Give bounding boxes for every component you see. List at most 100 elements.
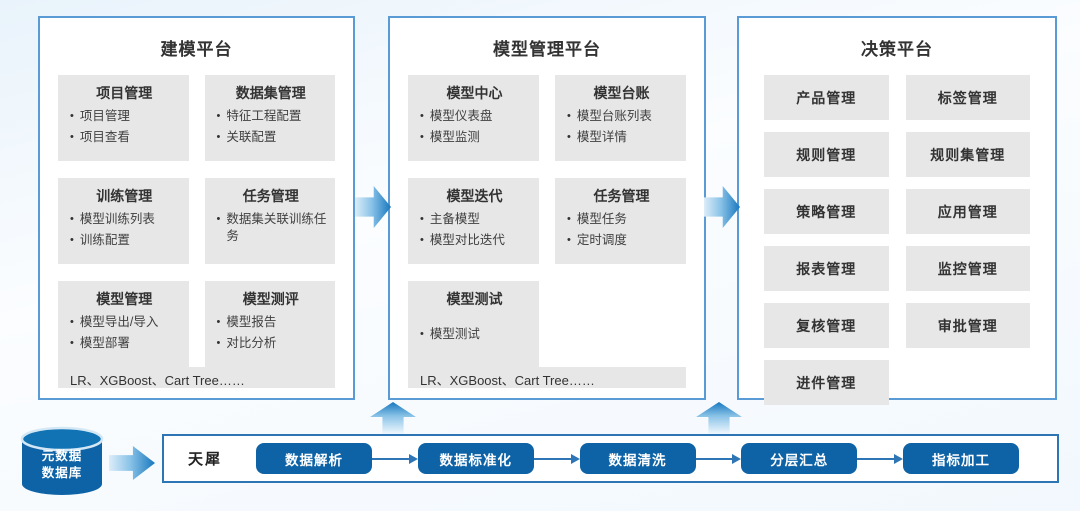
module-item: • 模型对比迭代: [420, 232, 531, 249]
module-item-label: 项目查看: [79, 130, 130, 144]
arrow-up-icon: [696, 402, 742, 434]
module-item-label: 模型任务: [576, 212, 627, 226]
modules-grid: 项目管理•项目管理•项目查看数据集管理•特征工程配置•关联配置训练管理•模型训练…: [58, 75, 335, 367]
module-item-label: 主备模型: [429, 212, 480, 226]
module-item-label: 模型对比迭代: [429, 233, 505, 247]
arrow-right-icon: [109, 446, 155, 480]
module-item-label: 数据集关联训练任务: [226, 212, 327, 243]
module-box: 数据集管理 • 特征工程配置 • 关联配置: [204, 75, 335, 161]
module-item: • 关联配置: [217, 129, 328, 146]
module-item: •模型部署: [70, 335, 181, 352]
module-item: • 模型详情: [567, 129, 678, 146]
decision-tile: 复核管理: [764, 303, 889, 348]
pipeline-step: 数据标准化: [417, 443, 534, 474]
module-box: 模型中心 •模型仪表盘 • 模型监测: [408, 75, 539, 161]
bullet-icon: •: [70, 234, 74, 246]
module-item: •模型仪表盘: [420, 108, 531, 125]
bullet-icon: •: [216, 110, 221, 122]
module-item-label: 项目管理: [79, 109, 130, 123]
database-label-line1: 元数据: [41, 449, 83, 463]
modules-grid: 模型中心•模型仪表盘•模型监测模型台账•模型台账列表•模型详情模型迭代•主备模型…: [408, 75, 686, 367]
module-box: 任务管理•数据集关联训练任务: [204, 178, 335, 264]
module-box: 模型测试 • 模型测试: [408, 281, 539, 367]
decision-tile: 进件管理: [764, 360, 889, 405]
module-item-label: 对比分析: [226, 336, 277, 350]
bullet-icon: •: [216, 213, 221, 225]
module-box: 模型测评 •模型报告 • 对比分析: [204, 281, 335, 367]
module-title: 任务管理: [593, 188, 650, 204]
decision-tile: 策略管理: [764, 189, 889, 234]
module-box: 模型迭代•主备模型•模型对比迭代: [408, 178, 539, 264]
bullet-icon: •: [70, 110, 74, 122]
pipeline-label: 天犀: [188, 451, 223, 468]
bullet-icon: •: [567, 213, 571, 225]
bullet-icon: •: [420, 131, 424, 143]
pipeline-step: 数据解析: [256, 443, 373, 474]
module-item-label: 特征工程配置: [226, 109, 302, 123]
pipeline-step: 数据清洗: [579, 443, 696, 474]
decision-tile: 规则集管理: [905, 132, 1030, 177]
module-item: • 特征工程配置: [217, 108, 328, 125]
module-title: 项目管理: [96, 85, 153, 101]
algorithms-bar: LR、XGBoost、Cart Tree……: [408, 367, 686, 388]
module-item: •模型台账列表: [567, 108, 678, 125]
module-item: • 数据集关联训练任务: [217, 211, 328, 245]
metadata-database: 元数据 数据库: [18, 426, 106, 498]
module-item: • 项目管理: [70, 108, 181, 125]
module-title: 模型管理: [96, 291, 153, 307]
bullet-icon: •: [216, 337, 221, 349]
module-item-label: 模型测试: [429, 327, 480, 341]
module-item-label: 模型部署: [79, 336, 130, 350]
bullet-icon: •: [70, 131, 74, 143]
bullet-icon: •: [420, 213, 424, 225]
pipeline-step: 分层汇总: [741, 443, 858, 474]
module-title: 模型中心: [446, 85, 503, 101]
panel-decision-platform: 决策平台 产品管理标签管理规则管理规则集管理策略管理应用管理报表管理监控管理复核…: [737, 16, 1057, 405]
bullet-icon: •: [70, 213, 74, 225]
module-title: 训练管理: [96, 188, 153, 204]
flow-arrowhead-icon: [894, 453, 904, 464]
bullet-icon: •: [420, 328, 424, 340]
panel-model-management-platform: 模型管理平台 模型中心•模型仪表盘•模型监测模型台账•模型台账列表•模型详情模型…: [388, 16, 706, 400]
module-item-label: 训练配置: [79, 233, 130, 247]
panel-title: 模型管理平台: [493, 40, 601, 59]
decision-tile: 审批管理: [905, 303, 1030, 348]
module-box: 项目管理 • 项目管理 • 项目查看: [58, 75, 189, 161]
decision-tile: 应用管理: [905, 189, 1030, 234]
module-item: •模型报告: [217, 314, 328, 331]
tiles-grid: 产品管理标签管理规则管理规则集管理策略管理应用管理报表管理监控管理复核管理审批管…: [757, 75, 1037, 405]
pipeline-step: 指标加工: [903, 443, 1020, 474]
database-cylinder-icon: [20, 426, 104, 495]
module-box: 模型管理 • 模型导出/导入 •模型部署: [58, 281, 189, 367]
decision-tile: 标签管理: [905, 75, 1030, 120]
bullet-icon: •: [567, 131, 571, 143]
module-item: •定时调度: [567, 232, 678, 249]
module-item-label: 关联配置: [226, 130, 277, 144]
module-item: • 对比分析: [217, 335, 328, 352]
decision-tile: 报表管理: [764, 246, 889, 291]
bullet-icon: •: [567, 110, 571, 122]
panel-modeling-platform: 建模平台 项目管理 • 项目管理 • 项目查看 数据集管理 • 特征工程配置 • 关联配置训练管理…: [38, 16, 355, 400]
bullet-icon: •: [420, 234, 424, 246]
flow-arrowhead-icon: [408, 453, 418, 464]
module-item-label: 模型报告: [226, 315, 277, 329]
data-pipeline: 天犀 数据解析 数据标准化 数据清洗 分层汇总 指标加工: [162, 434, 1059, 483]
module-item-label: 模型详情: [576, 130, 627, 144]
decision-tile: 监控管理: [905, 246, 1030, 291]
module-title: 模型测试: [446, 291, 503, 307]
panel-title: 建模平台: [160, 40, 233, 59]
arrow-right-icon: [704, 186, 740, 228]
arrow-right-icon: [355, 186, 391, 228]
panel-title: 决策平台: [861, 40, 933, 59]
bullet-icon: •: [70, 316, 74, 328]
flow-arrowhead-icon: [570, 453, 580, 464]
module-item: • 模型测试: [420, 326, 531, 343]
module-item-label: 模型监测: [429, 130, 480, 144]
flow-line: [857, 457, 895, 460]
module-item: • 训练配置: [70, 232, 181, 249]
module-title: 模型测评: [242, 291, 299, 307]
bullet-icon: •: [216, 131, 221, 143]
module-item-label: 模型导出/导入: [79, 315, 159, 329]
module-title: 数据集管理: [235, 85, 306, 101]
flow-arrowhead-icon: [732, 453, 742, 464]
